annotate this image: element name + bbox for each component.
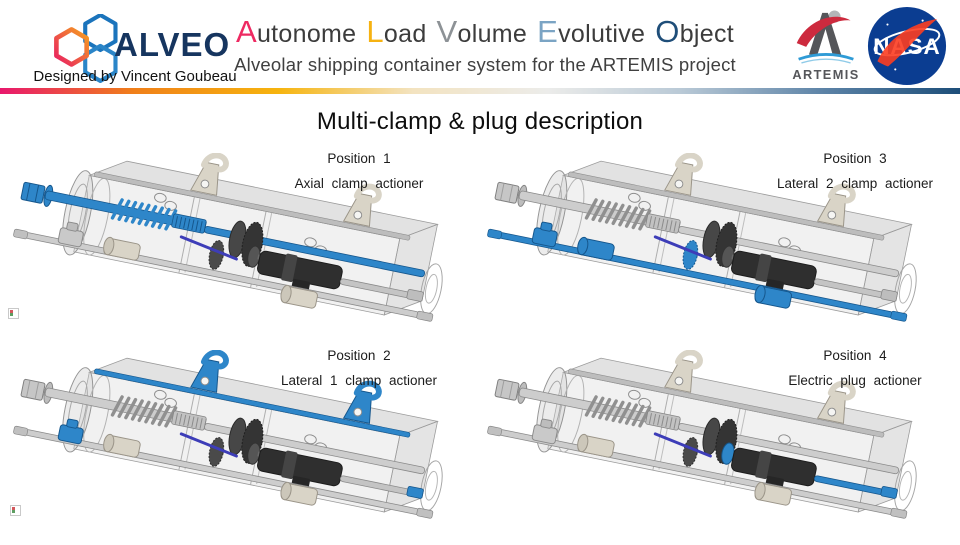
position-1-description: Axial clamp actioner — [294, 175, 424, 191]
designer-credit: Designed by Vincent Goubeau — [33, 68, 237, 85]
slide-header: ALVEO Designed by Vincent Goubeau Autono… — [0, 0, 960, 88]
section-title: Multi-clamp & plug description — [316, 108, 644, 135]
position-2-label: Position 2 Lateral 1 clamp actioner — [244, 344, 474, 394]
position-3-label: Position 3 Lateral 2 clamp actioner — [740, 147, 960, 197]
position-4-description: Electric plug actioner — [788, 372, 922, 388]
broken-image-icon — [8, 308, 19, 319]
position-3-description: Lateral 2 clamp actioner — [776, 175, 934, 191]
position-3-panel: Position 3 Lateral 2 clamp actioner — [478, 143, 946, 343]
nasa-logo-icon: NASA — [867, 6, 947, 86]
position-2-panel: Position 2 Lateral 1 clamp actioner — [4, 340, 472, 540]
cad-view-position-4 — [478, 350, 938, 545]
artemis-logo-icon: ARTEMIS — [792, 10, 859, 82]
alveo-hexagons-icon — [54, 14, 118, 83]
position-1-label: Position 1 Axial clamp actioner — [244, 147, 474, 197]
cad-view-position-3 — [478, 153, 938, 348]
position-1-panel: Position 1 Axial clamp actioner — [4, 143, 472, 343]
slide-subtitle: Alveolar shipping container system for t… — [234, 54, 736, 75]
position-4-title: Position 4 — [823, 348, 887, 363]
cad-view-position-1 — [4, 153, 464, 348]
header-gradient-divider — [0, 88, 960, 94]
position-1-title: Position 1 — [327, 151, 391, 166]
position-4-panel: Position 4 Electric plug actioner — [478, 340, 946, 540]
position-2-description: Lateral 1 clamp actioner — [280, 372, 438, 388]
alveo-logo-text: ALVEO — [114, 26, 231, 63]
broken-image-icon — [10, 505, 21, 516]
artemis-wordmark: ARTEMIS — [792, 67, 859, 82]
position-4-label: Position 4 Electric plug actioner — [740, 344, 960, 394]
cad-view-position-2 — [4, 350, 464, 545]
position-2-title: Position 2 — [327, 348, 391, 363]
position-3-title: Position 3 — [823, 151, 887, 166]
